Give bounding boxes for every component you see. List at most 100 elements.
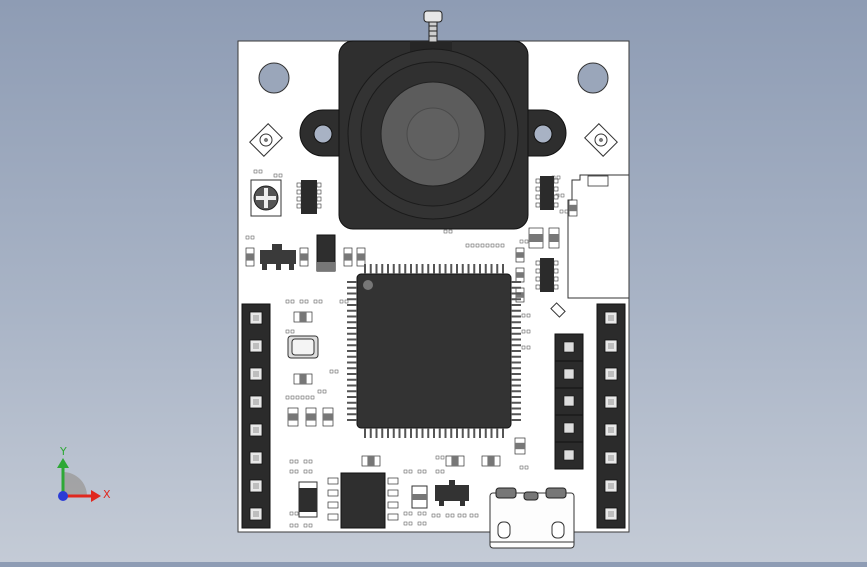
ic-small [540, 258, 554, 292]
camera-lens-center [406, 107, 460, 161]
mcu-pin [511, 292, 521, 295]
axis-y-label: Y [59, 445, 67, 458]
mcu-pin [375, 428, 378, 438]
mcu-pin [427, 428, 430, 438]
mcu-pin [511, 390, 521, 393]
mcu-pin [347, 373, 357, 375]
transistor-bottom [435, 480, 469, 506]
mcu-pin [467, 428, 470, 438]
mcu-pin [511, 344, 521, 347]
mcu-pin [511, 373, 521, 375]
mcu-pin [479, 428, 481, 438]
mcu-pin [511, 281, 521, 283]
pin-header-right[interactable] [596, 303, 626, 529]
led-right [584, 123, 618, 157]
mcu-pin [456, 264, 458, 274]
mcu-pin [511, 367, 521, 370]
camera-ear-hole-left [313, 124, 333, 144]
mcu-pin [484, 428, 487, 438]
mcu-pin [347, 401, 357, 404]
mcu-pin [387, 264, 389, 274]
microsd-slot[interactable] [567, 174, 629, 299]
mcu-pin [398, 428, 401, 438]
mcu-pin [415, 428, 418, 438]
jumper-header[interactable] [550, 302, 584, 470]
mcu-pin [511, 321, 521, 324]
mcu-pin [484, 264, 487, 274]
mcu-pin [511, 298, 521, 301]
mcu-pin [347, 321, 357, 324]
mcu-pin [511, 419, 521, 421]
mcu-pin [364, 264, 366, 274]
mcu-pin [438, 264, 441, 274]
mounting-hole-top-right [577, 62, 609, 94]
diode [298, 481, 318, 518]
trimpot [250, 179, 282, 217]
mcu-pin [511, 309, 521, 312]
mcu-pin [347, 286, 357, 289]
mcu-pin [347, 292, 357, 295]
mcu-pin [511, 396, 521, 398]
passive-components [245, 169, 578, 528]
usb-c-connector-icon[interactable] [489, 487, 575, 549]
mcu-pin [347, 413, 357, 416]
mcu-pin [450, 264, 453, 274]
mcu-pin [381, 264, 384, 274]
mcu-pin [347, 298, 357, 301]
mcu-pin [347, 338, 357, 341]
mcu-pin [347, 384, 357, 387]
mcu-pin [410, 264, 412, 274]
mcu-pin [415, 264, 418, 274]
coordinate-triad-icon: Y X [57, 445, 111, 502]
mcu-pin [511, 350, 521, 352]
mcu-lqfp100[interactable] [347, 264, 521, 438]
mcu-pin [387, 428, 389, 438]
mcu-pin [392, 264, 395, 274]
mcu-pin [427, 264, 430, 274]
mcu-pin [502, 428, 504, 438]
mcu-pin [467, 264, 470, 274]
regulator [260, 244, 296, 270]
mcu-pin [347, 327, 357, 329]
mcu-pin [347, 407, 357, 410]
mcu-pin [511, 384, 521, 387]
jumper-pin[interactable] [554, 441, 584, 470]
mcu-pin [461, 264, 464, 274]
mcu-pin [433, 428, 435, 438]
screw-icon [423, 10, 443, 43]
camera-module[interactable] [299, 10, 567, 230]
mcu-pin [347, 350, 357, 352]
mcu-pin [490, 428, 493, 438]
mcu-pin [347, 315, 357, 318]
mcu-pin [511, 315, 521, 318]
ic-soic8-bottom [327, 472, 399, 529]
mcu-pin [473, 428, 476, 438]
mcu-pin [398, 264, 401, 274]
mcu-pin [511, 304, 521, 306]
camera-ear-hole-right [533, 124, 553, 144]
mcu-pin [444, 264, 447, 274]
mcu-pin [511, 407, 521, 410]
mcu-pin [511, 355, 521, 358]
mcu-pin [364, 428, 366, 438]
mcu-pin [347, 332, 357, 335]
crystal [287, 335, 319, 359]
mcu-pin [490, 264, 493, 274]
mcu-pin [347, 419, 357, 421]
mcu-pin [511, 378, 521, 381]
mcu-pin [502, 264, 504, 274]
mcu-pin [461, 428, 464, 438]
mcu-pin [347, 309, 357, 312]
pin-header-left[interactable] [241, 303, 271, 529]
mcu-pin [347, 355, 357, 358]
mcu-pin [511, 338, 521, 341]
mcu-pin [347, 396, 357, 398]
ic-small [540, 176, 554, 210]
right-ics [535, 176, 559, 292]
mcu-pin [438, 428, 441, 438]
mcu-pin [347, 390, 357, 393]
mcu-pin [347, 378, 357, 381]
mcu-pin [511, 286, 521, 289]
